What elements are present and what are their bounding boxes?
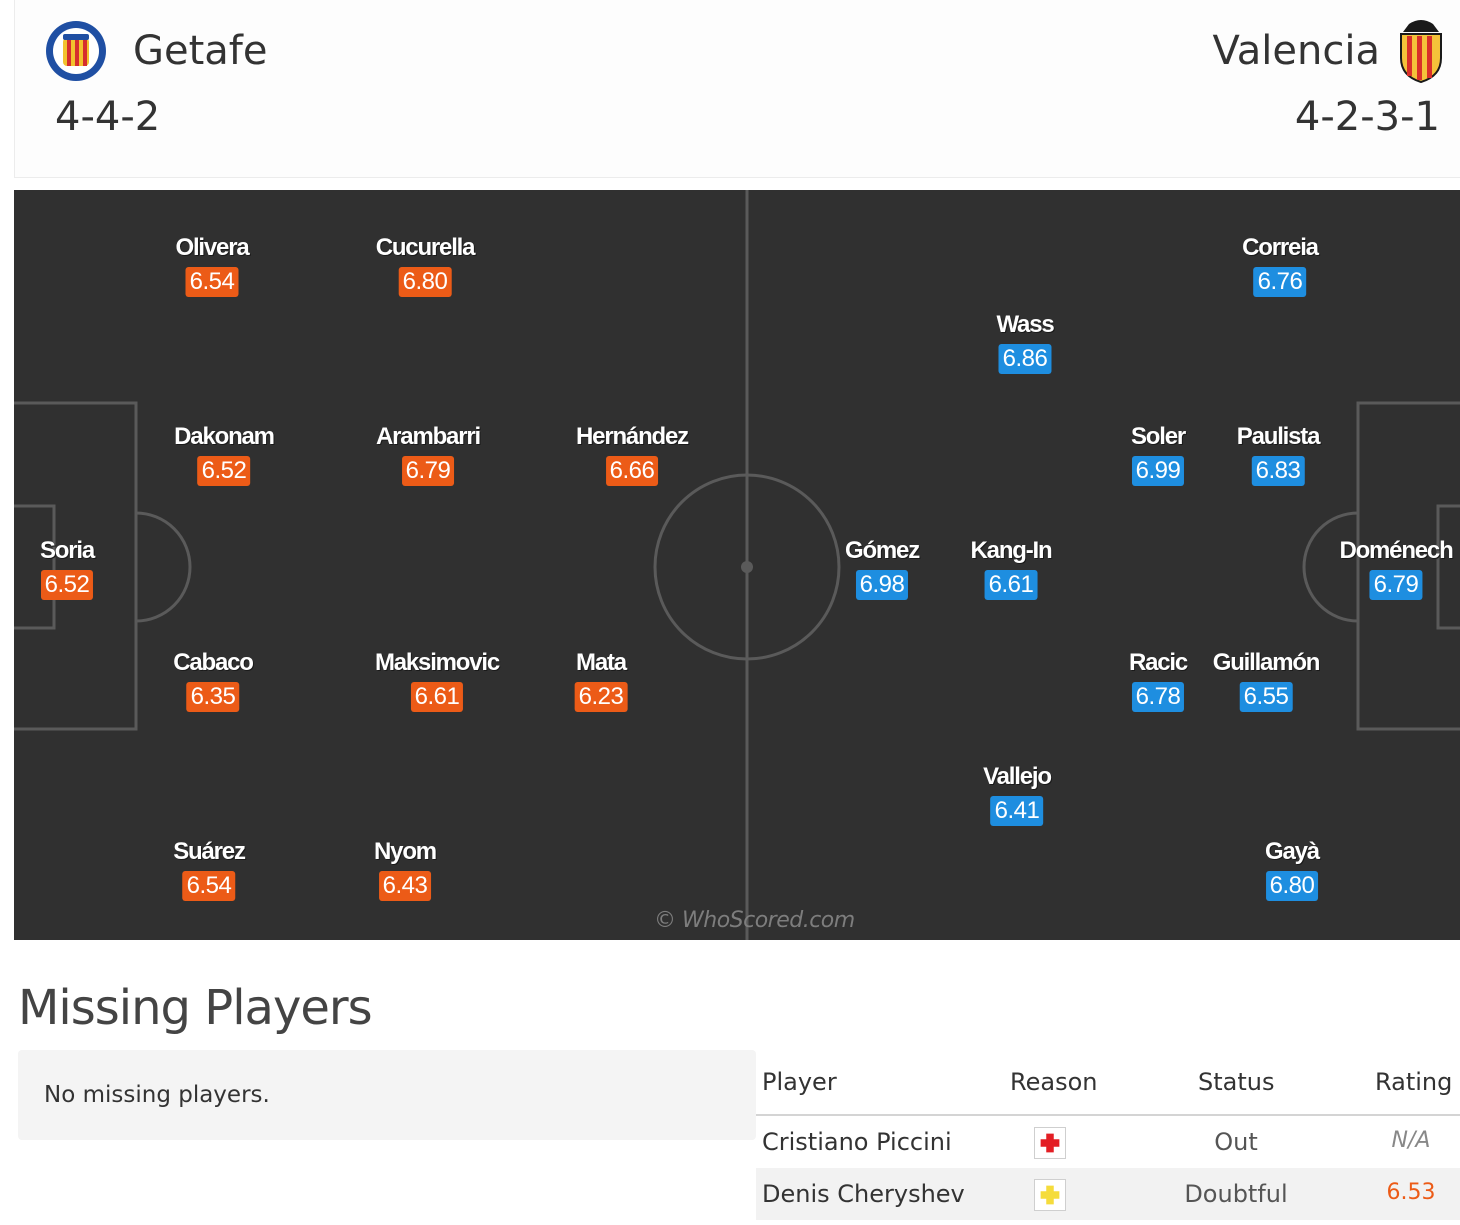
home-player-suarez[interactable]: Suárez 6.54 xyxy=(173,837,246,901)
away-player-correia[interactable]: Correia 6.76 xyxy=(1242,233,1319,297)
away-player-racic[interactable]: Racic 6.78 xyxy=(1128,648,1188,712)
player-rating: 6.54 xyxy=(185,267,239,297)
no-missing-text: No missing players. xyxy=(44,1082,270,1108)
table-row: Denis Cheryshev Doubtful 6.53 xyxy=(756,1168,1460,1220)
player-name: Paulista xyxy=(1236,423,1321,450)
player-name: Dakonam xyxy=(174,423,275,450)
missing-player-name[interactable]: Denis Cheryshev xyxy=(762,1180,965,1208)
player-name: Hernández xyxy=(576,423,689,450)
player-name: Cabaco xyxy=(173,649,254,676)
player-rating: 6.61 xyxy=(410,682,464,712)
player-rating: 6.52 xyxy=(197,456,251,486)
player-rating: 6.80 xyxy=(398,267,452,297)
player-name: Suárez xyxy=(173,838,246,865)
away-player-wass[interactable]: Wass 6.86 xyxy=(996,310,1055,374)
away-player-guillamon[interactable]: Guillamón 6.55 xyxy=(1213,648,1320,712)
player-name: Mata xyxy=(576,649,627,676)
player-rating: 6.66 xyxy=(605,456,659,486)
pitch: Olivera 6.54 Cucurella 6.80 Dakonam 6.52… xyxy=(14,190,1460,940)
player-rating: 6.79 xyxy=(1369,570,1423,600)
home-player-hernandez[interactable]: Hernández 6.66 xyxy=(576,422,689,486)
player-rating: 6.78 xyxy=(1131,682,1185,712)
home-player-mata[interactable]: Mata 6.23 xyxy=(574,648,628,712)
player-rating: 6.98 xyxy=(855,570,909,600)
home-player-nyom[interactable]: Nyom 6.43 xyxy=(374,837,437,901)
player-name: Gayà xyxy=(1265,838,1320,865)
valencia-crest-icon[interactable] xyxy=(1395,18,1447,84)
player-rating: 6.35 xyxy=(186,682,240,712)
match-header: Getafe 4-4-2 Valencia 4-2-3-1 xyxy=(14,0,1460,178)
col-rating[interactable]: Rating xyxy=(1375,1068,1453,1096)
player-name: Olivera xyxy=(175,234,250,261)
player-name: Vallejo xyxy=(983,763,1052,790)
player-rating: 6.99 xyxy=(1131,456,1185,486)
away-player-vallejo[interactable]: Vallejo 6.41 xyxy=(983,762,1052,826)
player-rating: 6.80 xyxy=(1265,871,1319,901)
player-name: Soria xyxy=(39,537,95,564)
player-name: Kang-In xyxy=(970,537,1053,564)
home-team-name[interactable]: Getafe xyxy=(133,28,268,74)
home-player-olivera[interactable]: Olivera 6.54 xyxy=(175,233,250,297)
away-team-name[interactable]: Valencia xyxy=(1212,28,1380,74)
player-name: Racic xyxy=(1128,649,1188,676)
player-rating: 6.76 xyxy=(1253,267,1307,297)
home-player-maksimovic[interactable]: Maksimovic 6.61 xyxy=(374,648,500,712)
player-name: Gómez xyxy=(844,537,920,564)
home-player-dakonam[interactable]: Dakonam 6.52 xyxy=(174,422,275,486)
away-player-gomez[interactable]: Gómez 6.98 xyxy=(844,536,920,600)
player-name: Arambarri xyxy=(376,423,481,450)
missing-status: Doubtful xyxy=(1184,1180,1288,1208)
home-player-cucurella[interactable]: Cucurella 6.80 xyxy=(376,233,475,297)
home-formation: 4-4-2 xyxy=(55,94,161,140)
player-rating: 6.52 xyxy=(40,570,94,600)
player-name: Correia xyxy=(1242,234,1319,261)
pitch-markings xyxy=(14,190,1460,940)
player-name: Nyom xyxy=(374,838,437,865)
missing-rating: 6.53 xyxy=(1386,1180,1436,1205)
player-rating: 6.79 xyxy=(401,456,455,486)
missing-rating: N/A xyxy=(1391,1128,1431,1153)
player-rating: 6.43 xyxy=(378,871,432,901)
player-rating: 6.41 xyxy=(990,796,1044,826)
player-rating: 6.23 xyxy=(574,682,628,712)
table-header: Player Reason Status Rating xyxy=(756,1052,1460,1116)
doubtful-yellow-cross-icon[interactable] xyxy=(1034,1179,1066,1211)
getafe-crest-icon[interactable] xyxy=(45,20,107,82)
table-row: Cristiano Piccini Out N/A xyxy=(756,1116,1460,1168)
away-formation: 4-2-3-1 xyxy=(1294,94,1440,140)
missing-player-name[interactable]: Cristiano Piccini xyxy=(762,1128,952,1156)
player-name: Wass xyxy=(996,311,1054,338)
missing-players-title: Missing Players xyxy=(18,980,373,1036)
col-reason[interactable]: Reason xyxy=(1010,1068,1098,1096)
away-player-kang-in[interactable]: Kang-In 6.61 xyxy=(970,536,1053,600)
home-missing-panel: No missing players. xyxy=(18,1050,756,1140)
player-rating: 6.55 xyxy=(1239,682,1293,712)
player-name: Soler xyxy=(1130,423,1186,450)
away-player-domenech[interactable]: Doménech 6.79 xyxy=(1339,536,1454,600)
player-name: Cucurella xyxy=(375,234,476,261)
col-status[interactable]: Status xyxy=(1198,1068,1275,1096)
home-player-arambarri[interactable]: Arambarri 6.79 xyxy=(376,422,481,486)
missing-status: Out xyxy=(1214,1128,1258,1156)
player-rating: 6.54 xyxy=(182,871,236,901)
player-name: Maksimovic xyxy=(374,649,500,676)
away-player-paulista[interactable]: Paulista 6.83 xyxy=(1236,422,1321,486)
home-player-soria[interactable]: Soria 6.52 xyxy=(39,536,95,600)
player-name: Guillamón xyxy=(1212,649,1321,676)
player-rating: 6.83 xyxy=(1251,456,1305,486)
col-player[interactable]: Player xyxy=(762,1068,837,1096)
injury-red-cross-icon[interactable] xyxy=(1034,1127,1066,1159)
home-player-cabaco[interactable]: Cabaco 6.35 xyxy=(173,648,254,712)
away-player-soler[interactable]: Soler 6.99 xyxy=(1130,422,1186,486)
player-rating: 6.61 xyxy=(984,570,1038,600)
away-missing-table: Player Reason Status Rating Cristiano Pi… xyxy=(756,1052,1460,1220)
watermark: © WhoScored.com xyxy=(654,908,855,933)
player-name: Doménech xyxy=(1339,537,1453,564)
player-rating: 6.86 xyxy=(998,344,1052,374)
away-player-gaya[interactable]: Gayà 6.80 xyxy=(1265,837,1320,901)
